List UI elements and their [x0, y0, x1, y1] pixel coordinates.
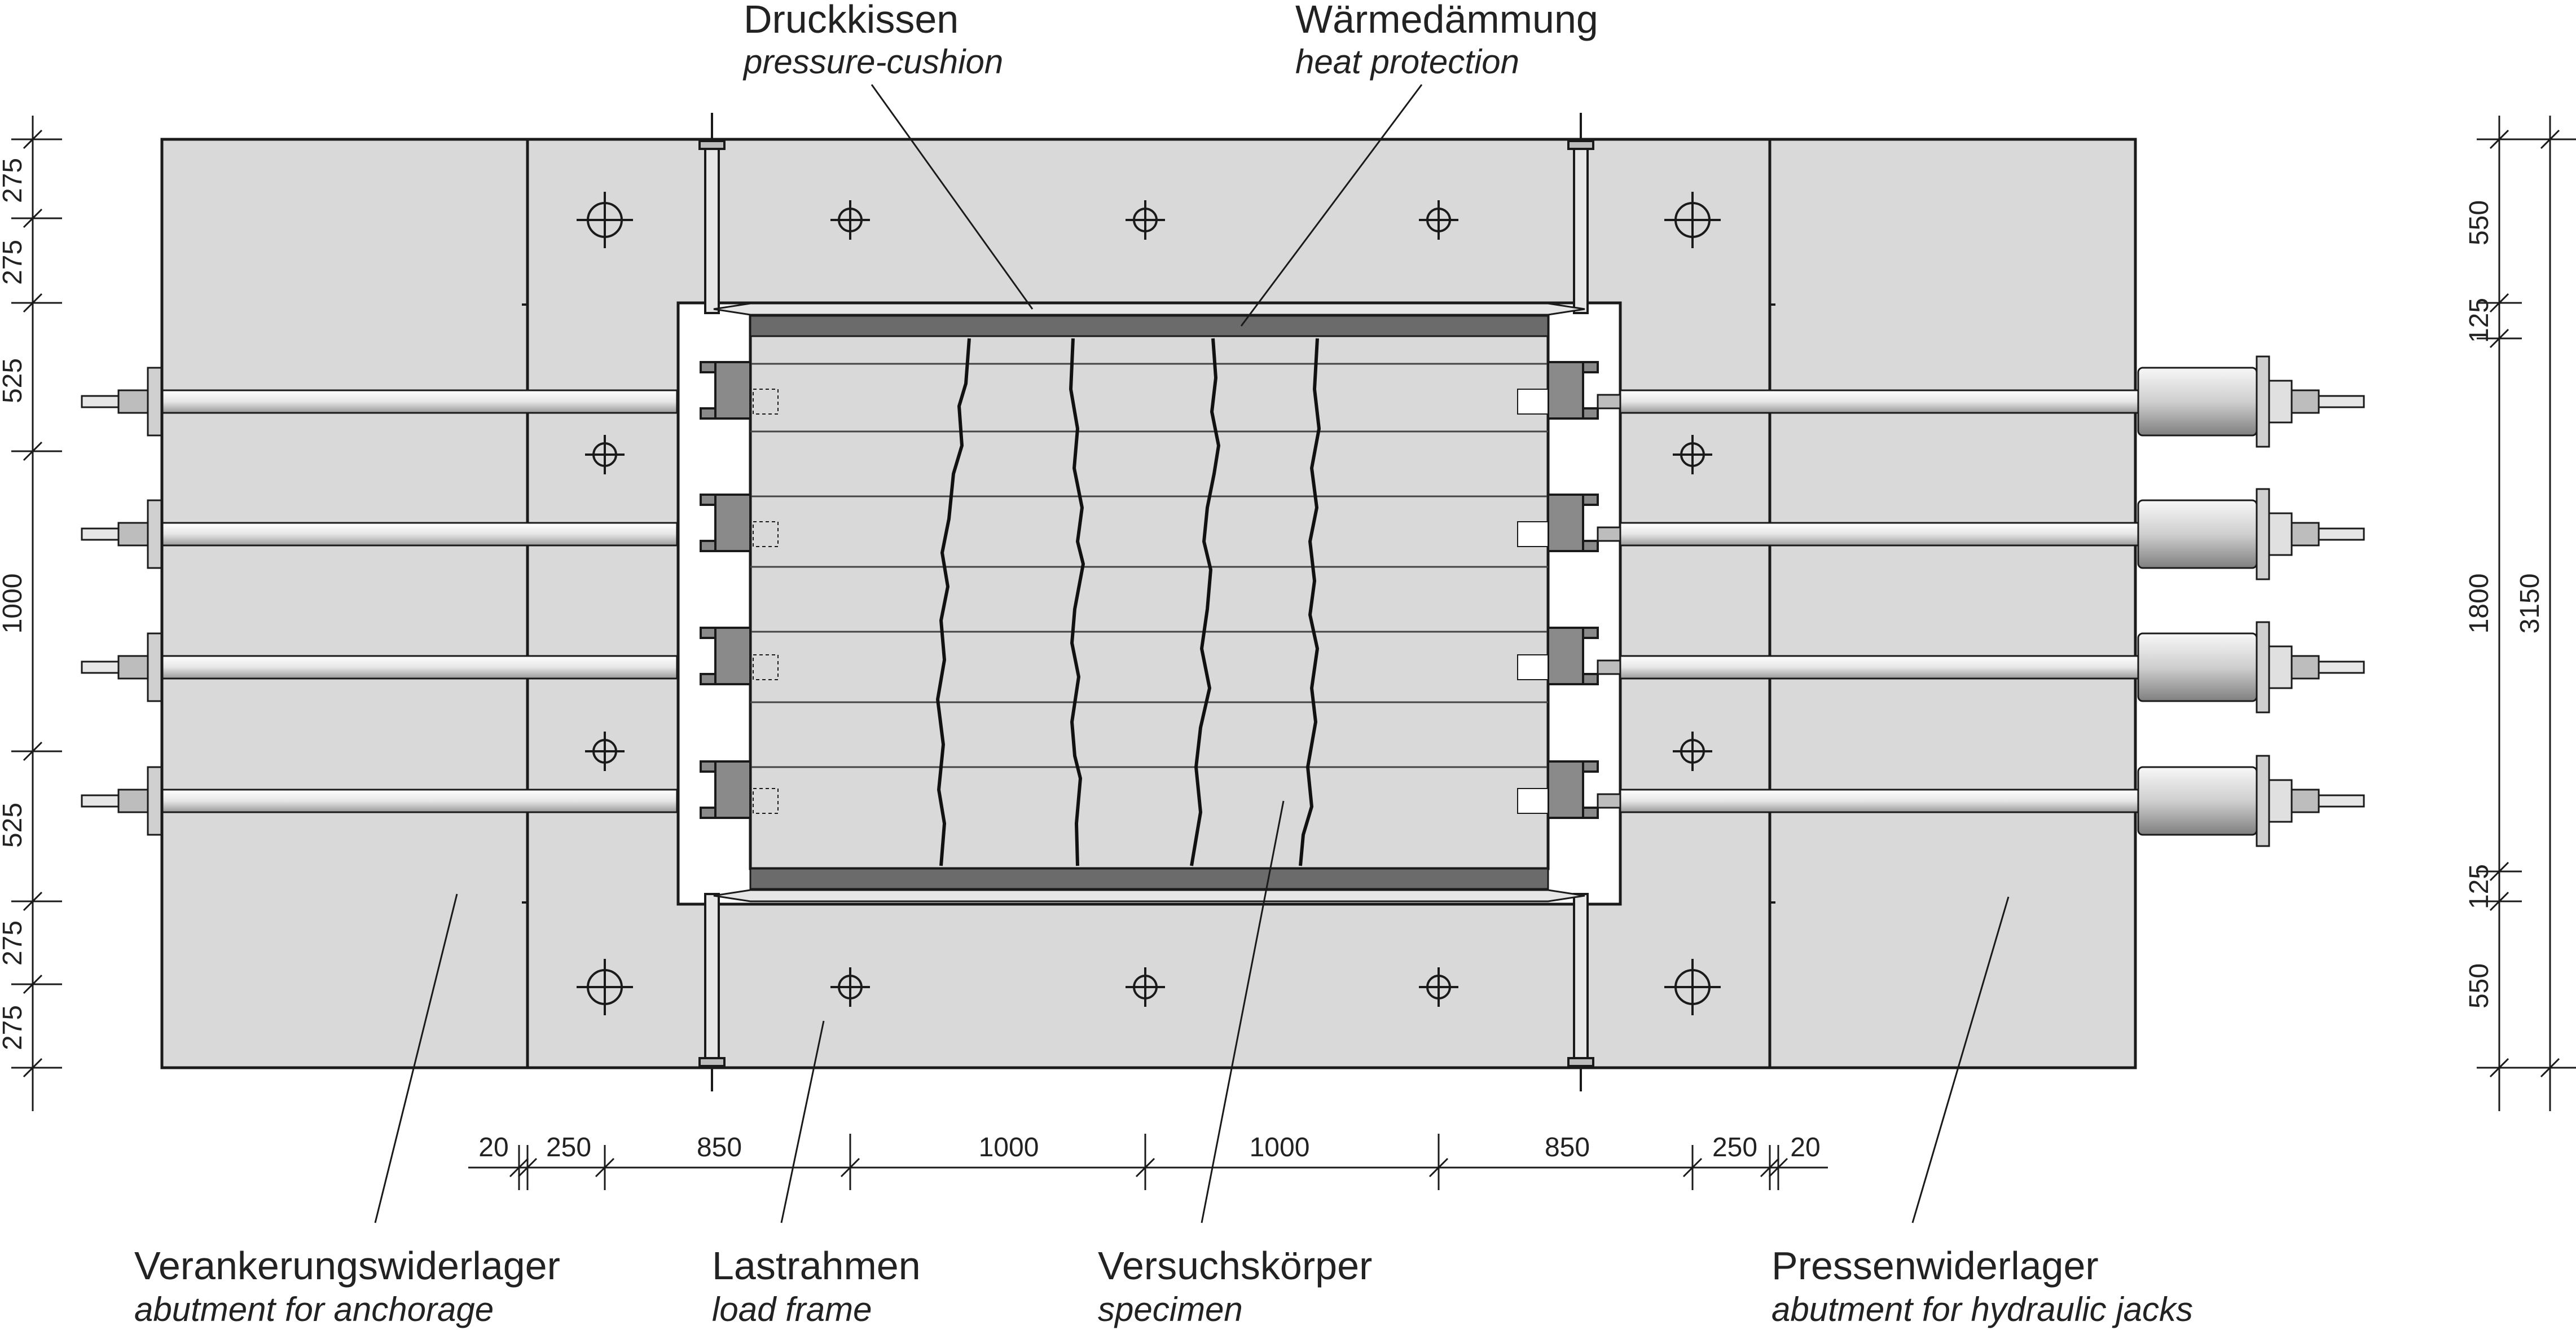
bottom-dim-2: 250	[546, 1133, 591, 1162]
right-dimension-labels: 550 125 1800 125 550 3150	[2464, 200, 2545, 1008]
left-dim-3: 525	[0, 358, 28, 403]
right-dim-total: 3150	[2515, 574, 2545, 634]
anchorage-abutment	[160, 138, 529, 1069]
left-dim-2: 275	[0, 240, 28, 285]
jack-abutment-en: abutment for hydraulic jacks	[1771, 1291, 2193, 1328]
bottom-dim-4: 1000	[979, 1133, 1039, 1162]
right-dim-5: 550	[2464, 963, 2494, 1008]
heat-protection-bottom	[749, 867, 1549, 890]
load-frame-en: load frame	[712, 1291, 872, 1328]
specimen-en: specimen	[1098, 1291, 1243, 1328]
label-load-frame: Lastrahmen load frame	[712, 1244, 921, 1328]
left-dim-6: 275	[0, 921, 28, 966]
bolt-holes	[577, 192, 1721, 1015]
specimen	[749, 314, 1550, 870]
label-heat-protection: Wärmedämmung heat protection	[1295, 0, 1598, 81]
pressure-cushion-de: Druckkissen	[744, 0, 959, 41]
right-load-blocks	[1517, 361, 1599, 819]
vertical-tie-rods	[698, 113, 1594, 1091]
label-pressure-cushion: Druckkissen pressure-cushion	[742, 0, 1003, 81]
bottom-dimension-chain	[468, 1134, 1828, 1190]
pressure-cushion-bottom	[713, 889, 1585, 902]
pressure-cushion-en: pressure-cushion	[742, 43, 1003, 81]
right-dim-1: 550	[2464, 200, 2494, 245]
left-dimension-labels: 275 275 525 1000 525 275 275	[0, 158, 28, 1050]
bottom-dim-7: 250	[1712, 1133, 1757, 1162]
heat-protection-en: heat protection	[1295, 43, 1519, 81]
load-frame-de: Lastrahmen	[712, 1244, 921, 1288]
bottom-dim-5: 1000	[1250, 1133, 1310, 1162]
pressure-cushion-top	[713, 302, 1585, 316]
jack-abutment	[1768, 138, 2137, 1069]
anchor-rods	[81, 367, 678, 836]
left-load-blocks	[700, 361, 779, 819]
bottom-dimension-labels: 20 250 850 1000 1000 850 250 20	[478, 1133, 1820, 1162]
bottom-dim-6: 850	[1545, 1133, 1590, 1162]
right-dim-4: 125	[2464, 864, 2494, 909]
label-specimen: Versuchskörper specimen	[1098, 1244, 1372, 1328]
left-dim-5: 525	[0, 803, 28, 848]
right-dim-2: 125	[2464, 298, 2494, 343]
label-anchorage-abutment: Verankerungswiderlager abutment for anch…	[134, 1244, 560, 1328]
heat-protection-top	[749, 315, 1549, 337]
left-dim-7: 275	[0, 1005, 28, 1050]
jack-abutment-de: Pressenwiderlager	[1771, 1244, 2099, 1288]
left-dim-1: 275	[0, 158, 28, 203]
anchorage-abutment-en: abutment for anchorage	[134, 1291, 494, 1328]
right-dimension-chain	[2477, 116, 2576, 1111]
cracks	[936, 338, 1321, 866]
bottom-dim-8: 20	[1790, 1133, 1820, 1162]
bottom-dim-3: 850	[697, 1133, 742, 1162]
hydraulic-jacks	[1597, 355, 2365, 847]
left-dim-4: 1000	[0, 574, 28, 634]
leader-lines	[374, 84, 2010, 1223]
specimen-de: Versuchskörper	[1098, 1244, 1372, 1288]
right-dim-3: 1800	[2464, 574, 2494, 634]
heat-protection-de: Wärmedämmung	[1295, 0, 1598, 41]
label-jack-abutment: Pressenwiderlager abutment for hydraulic…	[1771, 1244, 2193, 1328]
bottom-dim-1: 20	[478, 1133, 508, 1162]
anchorage-abutment-de: Verankerungswiderlager	[134, 1244, 560, 1288]
left-dimension-chain	[11, 116, 62, 1111]
